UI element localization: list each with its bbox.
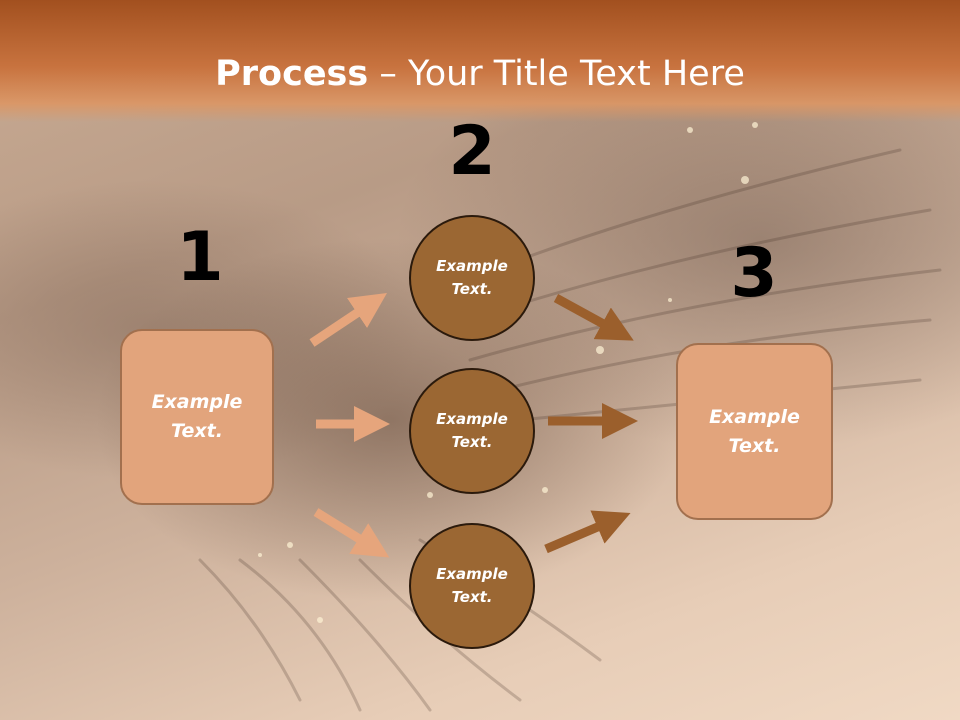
title-bold: Process <box>215 54 369 94</box>
step-2-circle-bottom: Example Text. <box>409 523 535 649</box>
circle-middle-text: Example Text. <box>436 410 508 451</box>
step-number-3: 3 <box>730 234 778 313</box>
step-2-circle-top: Example Text. <box>409 215 535 341</box>
step-3-box: Example Text. <box>676 343 833 520</box>
arrow-right-down <box>553 294 634 341</box>
step-number-1: 1 <box>176 218 224 297</box>
arrow-left-down <box>313 508 390 558</box>
step-number-2: 2 <box>448 112 496 191</box>
circle-bottom-text: Example Text. <box>436 565 508 606</box>
step-1-text: Example Text. <box>151 391 243 442</box>
arrow-left-up <box>309 293 387 347</box>
step-3-text: Example Text. <box>709 405 800 457</box>
step-2-circle-middle: Example Text. <box>409 368 535 494</box>
slide-title: Process – Your Title Text Here <box>0 52 960 96</box>
title-band <box>0 0 960 122</box>
title-rest: – Your Title Text Here <box>368 54 745 94</box>
arrow-right-up <box>544 510 631 554</box>
step-1-box: Example Text. <box>120 329 274 505</box>
circle-top-text: Example Text. <box>436 257 508 298</box>
